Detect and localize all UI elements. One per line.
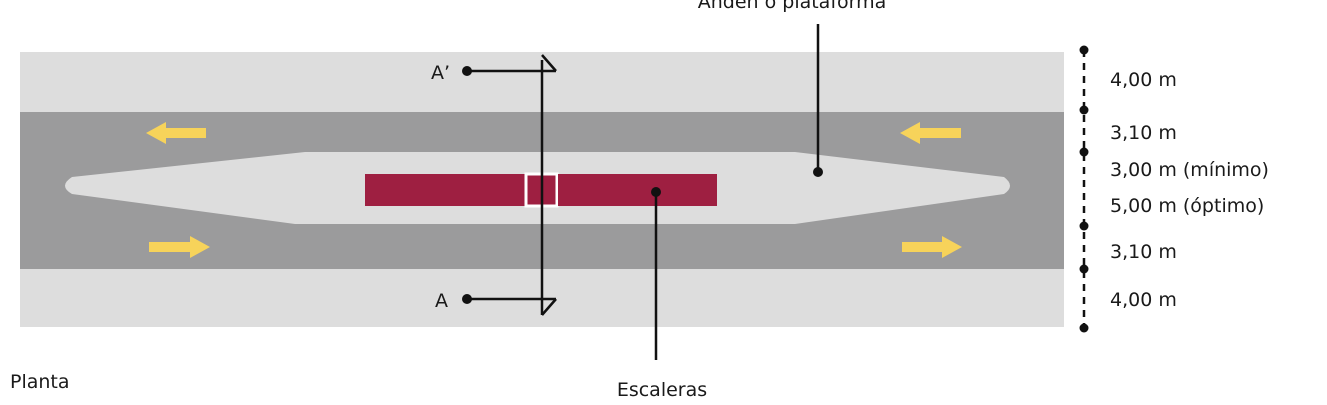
dimension-label: 3,00 m (mínimo) <box>1110 159 1269 181</box>
stairs-right <box>558 174 717 206</box>
section-dot-top <box>462 66 472 76</box>
stairs-label: Escaleras <box>617 379 707 401</box>
dimension-ticks <box>1079 45 1089 333</box>
dimension-label: 3,10 m <box>1110 241 1177 263</box>
arrow-bottom-left <box>149 236 210 258</box>
arrow-bottom-right <box>902 236 962 258</box>
platform-label: Andén o plataforma <box>698 0 887 13</box>
section-mark-bottom: A <box>435 290 448 312</box>
dimension-tick <box>1079 221 1089 231</box>
stairs-left <box>365 174 525 206</box>
dimension-tick <box>1079 147 1089 157</box>
dimension-label: 4,00 m <box>1110 289 1177 311</box>
dimension-label: 5,00 m (óptimo) <box>1110 195 1264 217</box>
dimension-label: 4,00 m <box>1110 69 1177 91</box>
arrow-top-right <box>900 122 961 144</box>
stairs-leader-dot <box>651 187 661 197</box>
dimension-tick <box>1079 105 1089 115</box>
section-dot-bottom <box>462 294 472 304</box>
dimension-label: 3,10 m <box>1110 122 1177 144</box>
dimension-tick <box>1079 323 1089 333</box>
section-cut-line <box>467 54 557 316</box>
dimension-tick <box>1079 45 1089 55</box>
platform-leader-dot <box>813 167 823 177</box>
arrow-top-left <box>146 122 206 144</box>
dimension-tick <box>1079 264 1089 274</box>
section-mark-top: A’ <box>431 62 450 84</box>
plan-label: Planta <box>10 371 70 393</box>
